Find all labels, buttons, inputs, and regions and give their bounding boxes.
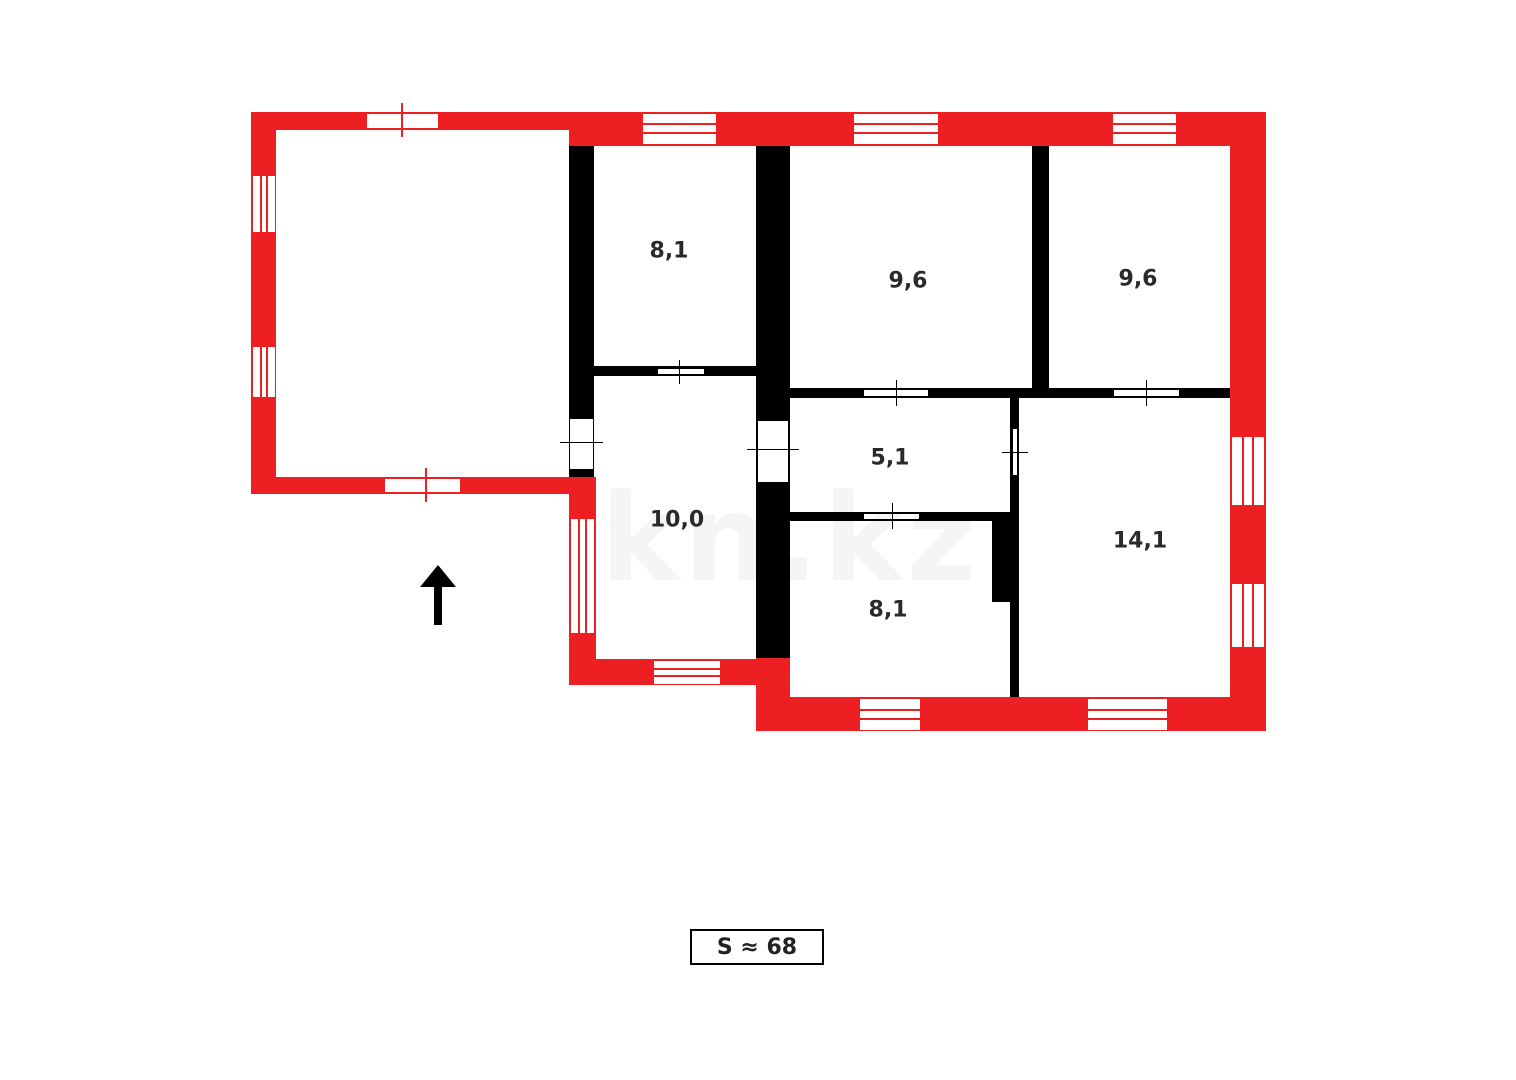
door-swing-mark [560, 442, 603, 443]
room-area-label: 5,1 [870, 445, 910, 471]
door-swing-mark [425, 468, 427, 502]
balcony-door-bottom [384, 478, 461, 493]
window-bottom-room5 [653, 660, 721, 685]
door-corridor-room5 [757, 420, 789, 483]
room-area-label: 9,6 [1118, 266, 1158, 292]
door-room4-room7 [863, 513, 920, 520]
total-area-box: S ≈ 68 [690, 929, 824, 965]
window-room6-right-upper [1231, 436, 1265, 506]
up-arrow-icon [420, 565, 456, 625]
door-swing-mark [747, 449, 799, 450]
door-swing-mark [401, 103, 403, 137]
window-balcony-left-upper [252, 175, 276, 233]
room-area-label: 8,1 [649, 238, 689, 264]
room-area-label: 9,6 [888, 268, 928, 294]
door-room1-room5 [657, 368, 705, 375]
interior-wall-row-middle [790, 388, 1230, 398]
door-swing-mark [1146, 380, 1147, 406]
interior-wall-pillar [992, 512, 1018, 602]
exterior-wall-balcony-left [251, 112, 276, 494]
door-balcony-passage [569, 418, 594, 470]
window-bottom-room6 [1087, 698, 1168, 731]
window-room6-right-lower [1231, 583, 1265, 648]
door-swing-mark [892, 503, 893, 529]
door-swing-mark [1002, 452, 1028, 453]
watermark: kn.kz [600, 470, 980, 609]
window-left-room5 [570, 518, 595, 634]
interior-wall-thick-center [756, 146, 790, 658]
interior-wall-room2-room3 [1032, 146, 1049, 391]
door-swing-mark [679, 360, 680, 384]
window-top-room1 [642, 113, 717, 145]
window-bottom-room7 [859, 698, 921, 731]
window-top-room2 [853, 113, 939, 145]
door-swing-mark [896, 380, 897, 406]
exterior-wall-bottom-right [756, 697, 1266, 731]
room-area-label: 10,0 [649, 507, 705, 533]
room-area-label: 8,1 [868, 597, 908, 623]
window-balcony-left-lower [252, 346, 276, 398]
window-top-room3 [1112, 113, 1177, 145]
room-area-label: 14,1 [1112, 528, 1168, 554]
